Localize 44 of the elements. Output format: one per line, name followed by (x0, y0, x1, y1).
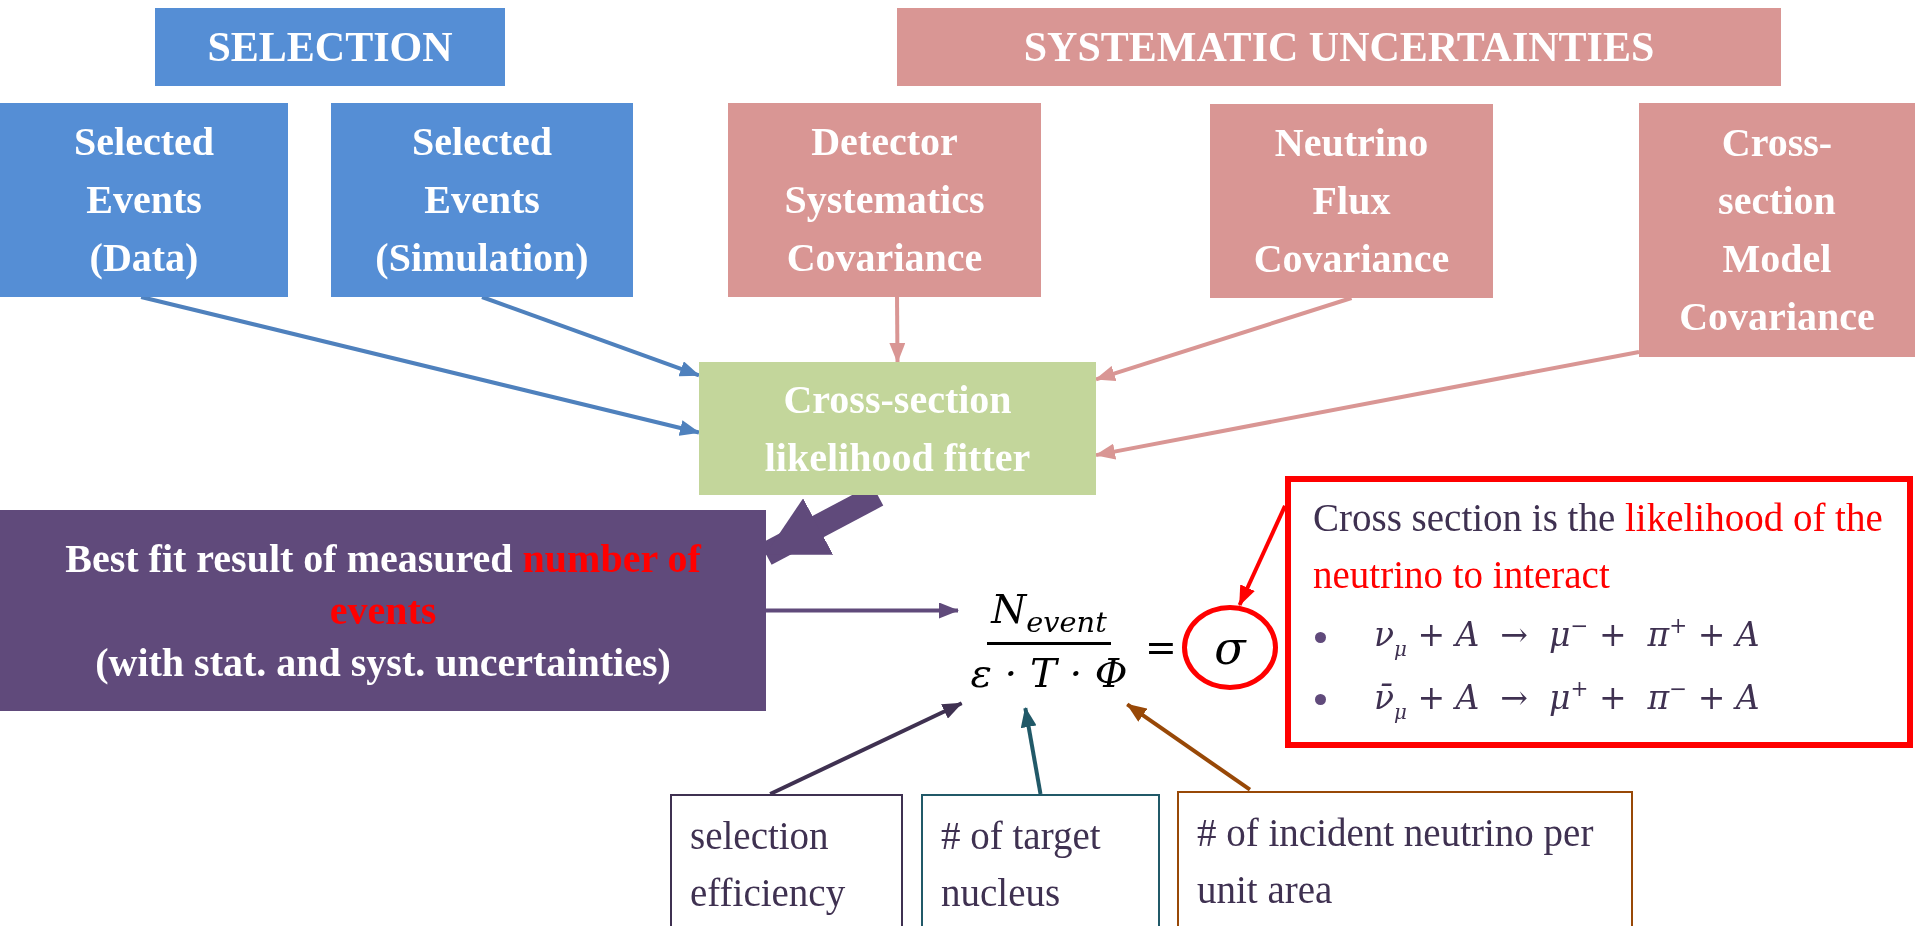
formula-numerator: N$_{event}$ (987, 586, 1111, 646)
formula-denominator: ε · T · Φ (970, 649, 1128, 696)
annotation-text: # of incident neutrino per unit area (1197, 810, 1595, 913)
box-label: Neutrino Flux Covariance (1252, 119, 1451, 283)
input-box (1639, 103, 1915, 357)
annotation-box (670, 794, 903, 926)
arrow (1095, 349, 1640, 460)
arrow (769, 701, 963, 796)
section-title: SELECTION (207, 22, 453, 72)
arrow (140, 295, 700, 436)
highlight-circle (1182, 605, 1278, 690)
annotation-text: selection efficiency (690, 813, 847, 917)
arrow (481, 295, 700, 378)
section-header-box (155, 8, 505, 86)
equals-sign: = (1145, 628, 1177, 666)
arrow (889, 297, 906, 363)
input-box (728, 103, 1041, 297)
arrow (766, 602, 959, 619)
reaction-formula: ν̄$_{μ}$ + A → μ$^{+}$ + π$^{−}$ + A (1374, 674, 1760, 726)
box-label: Selected Events (Data) (73, 118, 215, 282)
fitter-box (699, 362, 1096, 495)
box-label: Cross-section likelihood fitter (763, 375, 1032, 482)
arrow (1020, 707, 1043, 795)
annotation-box (921, 794, 1160, 926)
section-title: SYSTEMATIC UNCERTAINTIES (1023, 22, 1655, 72)
input-box (331, 103, 633, 297)
input-box (1210, 104, 1493, 298)
reaction-formula: ν$_{μ}$ + A → μ$^{−}$ + π$^{+}$ + A (1374, 612, 1760, 663)
annotation-text: # of target nucleus (941, 813, 1102, 916)
result-box (0, 510, 766, 711)
box-label: Selected Events (Simulation) (374, 118, 590, 282)
formula-symbol: σ (1214, 620, 1246, 675)
box-label: Cross-section Model Covariance (1678, 119, 1876, 341)
input-box (0, 103, 288, 297)
section-header-box (897, 8, 1781, 86)
arrow (1237, 505, 1287, 606)
result-text: (with stat. and syst. uncertainties) (95, 638, 671, 687)
note-text: Cross section is the likelihood of the neutrino to interact (1313, 495, 1883, 598)
note-box (1285, 476, 1913, 748)
box-label: Detector Systematics Covariance (783, 118, 986, 282)
arrow (1095, 296, 1353, 382)
arrow (1126, 702, 1252, 792)
annotation-box (1177, 791, 1633, 926)
result-text: Best fit result of measured number of events (64, 534, 703, 635)
